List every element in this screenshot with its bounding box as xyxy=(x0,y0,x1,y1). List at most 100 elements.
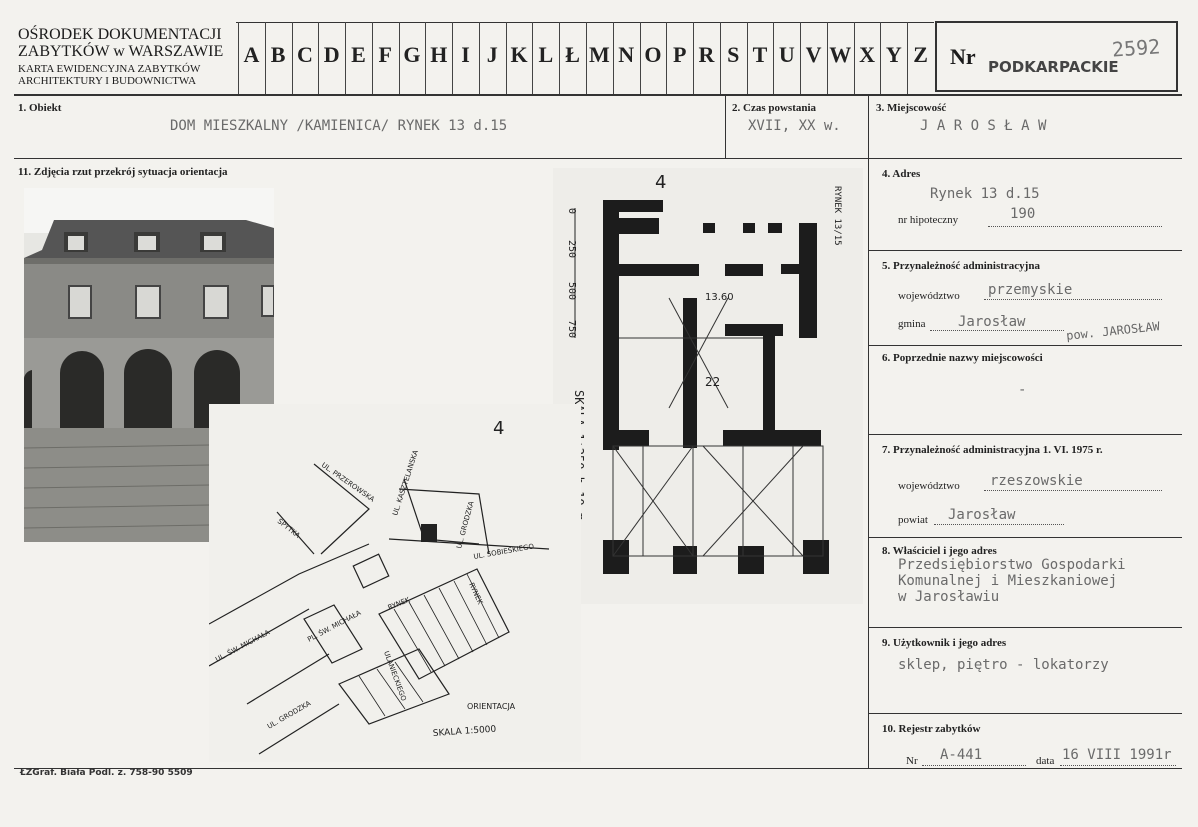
letter-separator xyxy=(773,22,775,94)
index-letter: A xyxy=(243,42,260,67)
czas-label: 2. Czas powstania xyxy=(732,102,817,114)
map-scale: SKALA 1:5000 xyxy=(433,725,497,739)
index-letter: O xyxy=(644,42,662,67)
dotted-rule xyxy=(922,765,1026,766)
rejestr-label: 10. Rejestr zabytków xyxy=(882,723,981,735)
scale-tick-1: 250 xyxy=(566,240,577,258)
handwritten-number: 2592 xyxy=(1111,34,1161,62)
letter-separator xyxy=(612,22,614,94)
przynaleznosc1975-label: 7. Przynależność administracyjna 1. VI. … xyxy=(882,444,1103,456)
dotted-rule xyxy=(984,490,1162,491)
rule xyxy=(868,713,1182,714)
zdjecia-label: 11. Zdjęcia rzut przekrój sytuacja orien… xyxy=(18,166,228,178)
wlasciciel-value: Przedsiębiorstwo Gospodarki Komunalnej i… xyxy=(898,557,1126,605)
dotted-rule xyxy=(984,299,1162,300)
dotted-rule xyxy=(1060,765,1176,766)
institution-line-2: ZABYTKÓW w WARSZAWIE xyxy=(18,43,224,60)
index-letter: G xyxy=(403,42,421,67)
index-letter: B xyxy=(270,42,286,67)
nr-value: PODKARPACKIE xyxy=(988,58,1119,76)
gmina-value: Jarosław xyxy=(958,314,1026,330)
letter-separator xyxy=(452,22,454,94)
powiat-label: powiat xyxy=(898,514,928,526)
letter-separator xyxy=(264,22,266,94)
dotted-rule xyxy=(988,226,1162,227)
index-letter: X xyxy=(859,42,876,67)
wlasciciel-line-2: Komunalnej i Mieszkaniowej xyxy=(898,573,1118,589)
letter-separator xyxy=(505,22,507,94)
institution-name: OŚRODEK DOKUMENTACJI ZABYTKÓW w WARSZAWI… xyxy=(18,26,223,60)
powiat-value: Jarosław xyxy=(948,507,1016,523)
index-letter: Y xyxy=(885,42,902,67)
index-letter: T xyxy=(752,42,768,67)
institution-line-1: OŚRODEK DOKUMENTACJI xyxy=(18,26,222,43)
index-letter: C xyxy=(296,42,313,67)
index-letter: K xyxy=(510,42,528,67)
rule xyxy=(14,768,1182,769)
scale-tick-3: 750 xyxy=(566,320,577,338)
rule xyxy=(868,158,869,768)
index-letter: H xyxy=(430,42,448,67)
rule xyxy=(868,345,1182,346)
index-letter: U xyxy=(778,42,795,67)
index-letter: W xyxy=(829,42,852,67)
index-letter: P xyxy=(672,42,687,67)
hipoteka-value: 190 xyxy=(1010,206,1036,222)
letter-separator xyxy=(746,22,748,94)
rule xyxy=(725,96,726,158)
scale-tick-0: 0 xyxy=(566,208,577,214)
rejestr-data-label: data xyxy=(1036,755,1055,767)
obiekt-value: DOM MIESZKALNY /KAMIENICA/ RYNEK 13 d.15 xyxy=(170,118,508,134)
card-type-line-1: KARTA EWIDENCYJNA ZABYTKÓW xyxy=(18,63,201,75)
printer-note: ŁZGraf. Biała Podl. z. 758-90 5509 xyxy=(20,768,193,778)
letter-separator xyxy=(693,22,695,94)
letter-separator xyxy=(826,22,828,94)
index-letter: S xyxy=(727,42,740,67)
letter-separator xyxy=(907,22,909,94)
letter-separator xyxy=(559,22,561,94)
przynaleznosc-label: 5. Przynależność administracyjna xyxy=(882,260,1040,272)
poprzednie-value: - xyxy=(1018,382,1027,398)
letter-separator xyxy=(238,22,239,94)
scale-tick-2: 500 xyxy=(566,282,577,300)
miejscowosc-value: J A R O S Ł A W xyxy=(920,118,1047,134)
plan-scale-ticks: 0 250 500 750 xyxy=(566,208,577,338)
czas-value: XVII, XX w. xyxy=(748,118,841,134)
letter-separator xyxy=(318,22,320,94)
index-letter: Z xyxy=(913,42,928,67)
woj1975-label: województwo xyxy=(898,480,960,492)
nr-box xyxy=(935,21,1178,92)
letter-separator xyxy=(425,22,427,94)
letter-separator xyxy=(291,22,293,94)
letter-separator xyxy=(800,22,802,94)
index-letter: D xyxy=(323,42,340,67)
letter-separator xyxy=(478,22,480,94)
adres-label: 4. Adres xyxy=(882,168,921,180)
rule xyxy=(868,434,1182,435)
situation-map: UL. PRZEROWSKA UL. KASZTELANSKA UL. GROD… xyxy=(209,404,581,762)
rule xyxy=(868,627,1182,628)
floor-plan: 4 RYNEK 13/15 13.60 22 0 250 500 750 SKA… xyxy=(553,168,863,604)
miejscowosc-label: 3. Miejscowość xyxy=(876,102,947,114)
nr-label: Nr xyxy=(950,44,976,69)
letter-separator xyxy=(371,22,373,94)
wlasciciel-label: 8. Właściciel i jego adres xyxy=(882,545,997,557)
map-orientation: ORIENTACJA xyxy=(467,702,516,711)
plan-dim1: 13.60 xyxy=(705,292,734,303)
dotted-rule xyxy=(934,524,1064,525)
hipoteka-label: nr hipoteczny xyxy=(898,214,959,226)
rule xyxy=(14,158,1182,159)
plan-north: 4 xyxy=(655,172,666,193)
index-letter: Ł xyxy=(565,42,580,67)
index-letter: I xyxy=(461,42,470,67)
rejestr-data-value: 16 VIII 1991r xyxy=(1062,747,1172,763)
header-rule xyxy=(14,94,1182,96)
wlasciciel-line-1: Przedsiębiorstwo Gospodarki xyxy=(898,557,1126,573)
obiekt-label: 1. Obiekt xyxy=(18,102,62,114)
woj1975-value: rzeszowskie xyxy=(990,473,1083,489)
card-type: KARTA EWIDENCYJNA ZABYTKÓW ARCHITEKTURY … xyxy=(18,63,200,87)
letter-separator xyxy=(639,22,641,94)
letter-separator xyxy=(880,22,882,94)
dotted-rule xyxy=(930,330,1064,331)
woj-value: przemyskie xyxy=(988,282,1073,298)
